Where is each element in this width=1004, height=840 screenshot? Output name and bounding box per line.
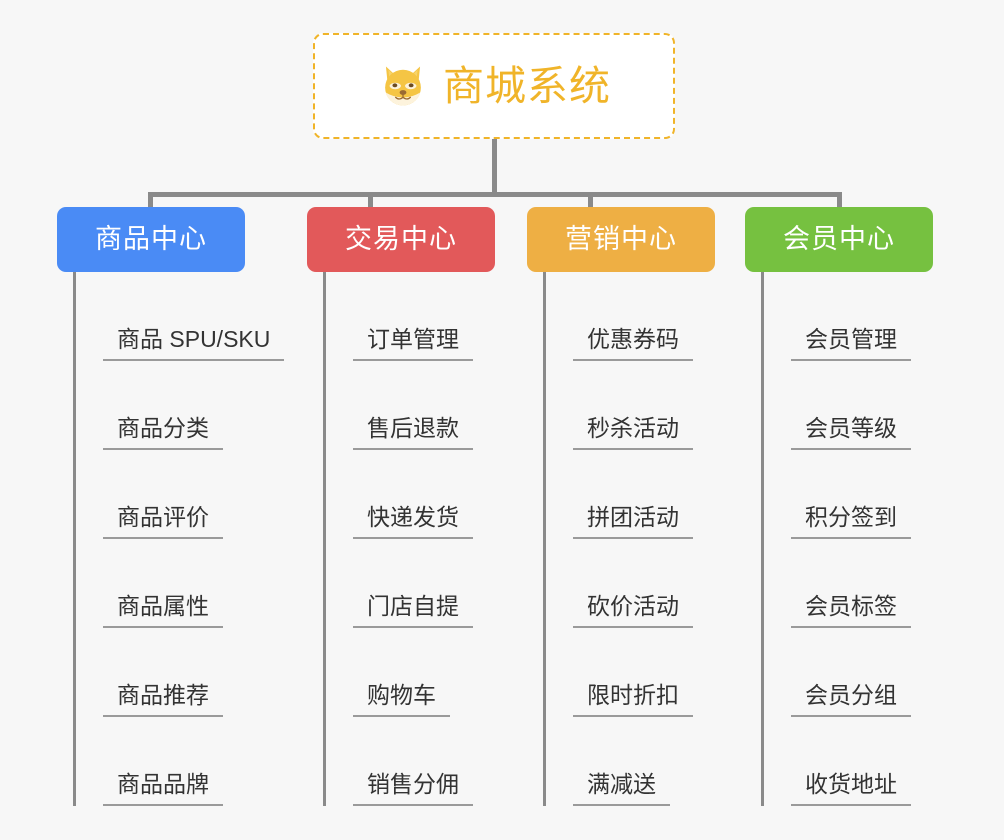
leaf-label: 订单管理 — [367, 326, 459, 353]
leaf-label: 商品评价 — [117, 504, 209, 531]
trunk-line-1 — [73, 272, 76, 806]
shiba-dog-face-icon — [385, 66, 421, 106]
leaf-item[interactable]: 限时折扣 — [543, 628, 803, 717]
leaf-item[interactable]: 积分签到 — [761, 450, 1004, 539]
category-label-4: 会员中心 — [783, 224, 895, 254]
category-header-4[interactable]: 会员中心 — [745, 207, 933, 272]
category-column-3: 营销中心 优惠券码 秒杀活动 拼团活动 砍价活动 限时折扣 满减送 — [527, 207, 715, 806]
leaf-label: 满减送 — [587, 771, 656, 798]
category-header-2[interactable]: 交易中心 — [307, 207, 495, 272]
leaf-label: 商品推荐 — [117, 682, 209, 709]
leaf-item[interactable]: 砍价活动 — [543, 539, 803, 628]
leaf-label: 拼团活动 — [587, 504, 679, 531]
leaf-item[interactable]: 购物车 — [323, 628, 583, 717]
leaf-label: 购物车 — [367, 682, 436, 709]
leaf-list-1: 商品 SPU/SKU 商品分类 商品评价 商品属性 商品推荐 商品品牌 — [73, 272, 333, 806]
category-header-3[interactable]: 营销中心 — [527, 207, 715, 272]
leaf-item[interactable]: 商品分类 — [73, 361, 333, 450]
leaf-label: 商品品牌 — [117, 771, 209, 798]
leaf-label: 会员分组 — [805, 682, 897, 709]
leaf-label: 门店自提 — [367, 593, 459, 620]
category-header-1[interactable]: 商品中心 — [57, 207, 245, 272]
leaf-label: 优惠券码 — [587, 326, 679, 353]
leaf-item[interactable]: 优惠券码 — [543, 272, 803, 361]
connector-drop-3 — [588, 192, 593, 210]
leaf-item[interactable]: 会员标签 — [761, 539, 1004, 628]
leaf-item[interactable]: 门店自提 — [323, 539, 583, 628]
leaf-label: 商品属性 — [117, 593, 209, 620]
leaf-item[interactable]: 会员管理 — [761, 272, 1004, 361]
category-column-2: 交易中心 订单管理 售后退款 快递发货 门店自提 购物车 销售分佣 — [307, 207, 495, 806]
leaf-list-3: 优惠券码 秒杀活动 拼团活动 砍价活动 限时折扣 满减送 — [543, 272, 803, 806]
category-column-1: 商品中心 商品 SPU/SKU 商品分类 商品评价 商品属性 商品推荐 商品品牌 — [57, 207, 285, 806]
trunk-line-2 — [323, 272, 326, 806]
leaf-label: 销售分佣 — [367, 771, 459, 798]
leaf-item[interactable]: 会员等级 — [761, 361, 1004, 450]
category-label-1: 商品中心 — [95, 224, 207, 254]
leaf-item[interactable]: 快递发货 — [323, 450, 583, 539]
leaf-label: 会员管理 — [805, 326, 897, 353]
category-label-3: 营销中心 — [565, 224, 677, 254]
leaf-list-2: 订单管理 售后退款 快递发货 门店自提 购物车 销售分佣 — [323, 272, 583, 806]
root-node[interactable]: 商城系统 — [313, 33, 675, 139]
leaf-item[interactable]: 商品推荐 — [73, 628, 333, 717]
connector-drop-4 — [837, 192, 842, 210]
leaf-label: 会员等级 — [805, 415, 897, 442]
leaf-label: 商品 SPU/SKU — [117, 326, 271, 353]
leaf-label: 商品分类 — [117, 415, 209, 442]
connector-drop-2 — [368, 192, 373, 210]
leaf-label: 快递发货 — [367, 504, 459, 531]
connector-drop-1 — [148, 192, 153, 210]
leaf-label: 秒杀活动 — [587, 415, 679, 442]
leaf-item[interactable]: 满减送 — [543, 717, 803, 806]
leaf-item[interactable]: 商品评价 — [73, 450, 333, 539]
leaf-item[interactable]: 拼团活动 — [543, 450, 803, 539]
connector-horizontal-bus — [148, 192, 842, 197]
leaf-item[interactable]: 销售分佣 — [323, 717, 583, 806]
leaf-item[interactable]: 收货地址 — [761, 717, 1004, 806]
trunk-line-4 — [761, 272, 764, 806]
leaf-label: 会员标签 — [805, 593, 897, 620]
leaf-label: 限时折扣 — [587, 682, 679, 709]
leaf-item[interactable]: 会员分组 — [761, 628, 1004, 717]
leaf-label: 积分签到 — [805, 504, 897, 531]
leaf-item[interactable]: 商品 SPU/SKU — [73, 272, 333, 361]
leaf-item[interactable]: 商品属性 — [73, 539, 333, 628]
leaf-label: 收货地址 — [805, 771, 897, 798]
leaf-item[interactable]: 订单管理 — [323, 272, 583, 361]
trunk-line-3 — [543, 272, 546, 806]
leaf-label: 售后退款 — [367, 415, 459, 442]
leaf-item[interactable]: 秒杀活动 — [543, 361, 803, 450]
category-column-4: 会员中心 会员管理 会员等级 积分签到 会员标签 会员分组 收货地址 — [745, 207, 933, 806]
leaf-label: 砍价活动 — [587, 593, 679, 620]
connector-root-vertical — [492, 139, 497, 195]
category-label-2: 交易中心 — [345, 224, 457, 254]
leaf-item[interactable]: 商品品牌 — [73, 717, 333, 806]
leaf-list-4: 会员管理 会员等级 积分签到 会员标签 会员分组 收货地址 — [761, 272, 1004, 806]
root-title: 商城系统 — [443, 62, 611, 109]
leaf-item[interactable]: 售后退款 — [323, 361, 583, 450]
